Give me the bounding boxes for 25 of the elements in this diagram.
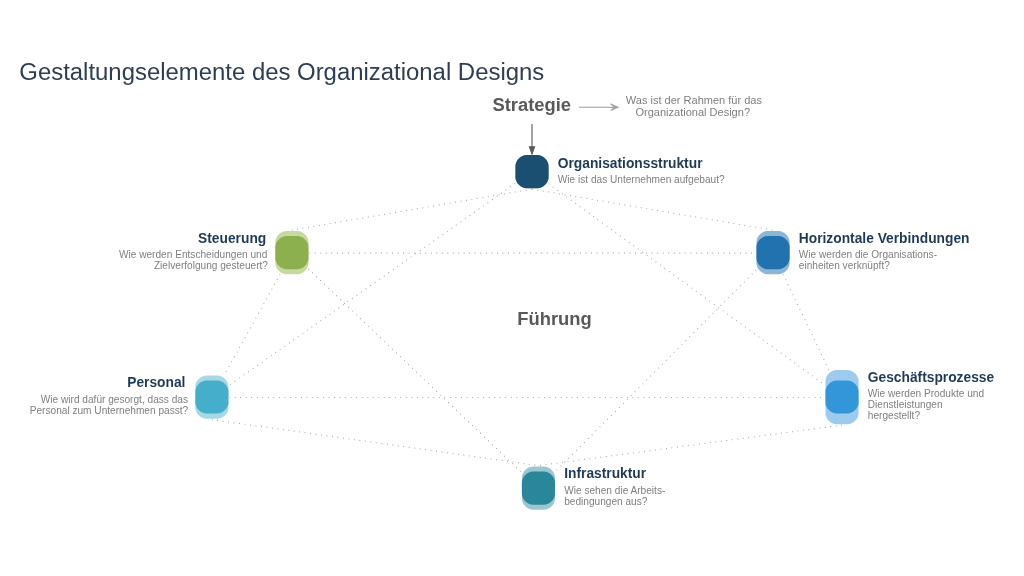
node-label: Wie sehen die Arbeits- bedingungen aus? xyxy=(564,484,666,507)
node-label: Organisationsstruktur xyxy=(557,155,703,171)
label: Führung xyxy=(517,307,592,329)
diagram-title: Gestaltungselemente des Organizational Designs xyxy=(19,56,545,84)
arrow xyxy=(578,102,619,111)
node-text: Was ist der Rahmen für das Organizational Design? xyxy=(625,93,762,118)
connector xyxy=(227,182,516,386)
arrow xyxy=(528,123,536,156)
node-label: Personal xyxy=(127,374,186,390)
connector xyxy=(782,273,830,370)
node-label: Wie werden die Organisations- einheiten verknüpft? xyxy=(798,248,938,271)
connector xyxy=(291,188,533,231)
connector xyxy=(554,268,757,472)
node-label: Wie werden Entscheidungen und Zielverfolgung gesteuert? xyxy=(118,248,269,271)
connector xyxy=(307,267,523,473)
node-text: Strategie xyxy=(492,93,572,115)
node-label: Wie ist das Unternehmen aufgebaut? xyxy=(557,173,725,185)
node-label: Steuerung xyxy=(198,230,267,246)
node-label: Infrastruktur xyxy=(564,465,647,481)
node-label: Geschäftsprozesse xyxy=(867,369,995,385)
connector xyxy=(223,273,281,376)
node-label: Wie wird dafür gesorgt, dass das Personal zum Unternehmen passt? xyxy=(29,393,189,416)
node-label: Wie werden Produkte und Dienstleistungen hergestellt? xyxy=(867,387,985,421)
connector xyxy=(537,424,843,466)
node-label: Horizontale Verbindungen xyxy=(798,230,970,246)
